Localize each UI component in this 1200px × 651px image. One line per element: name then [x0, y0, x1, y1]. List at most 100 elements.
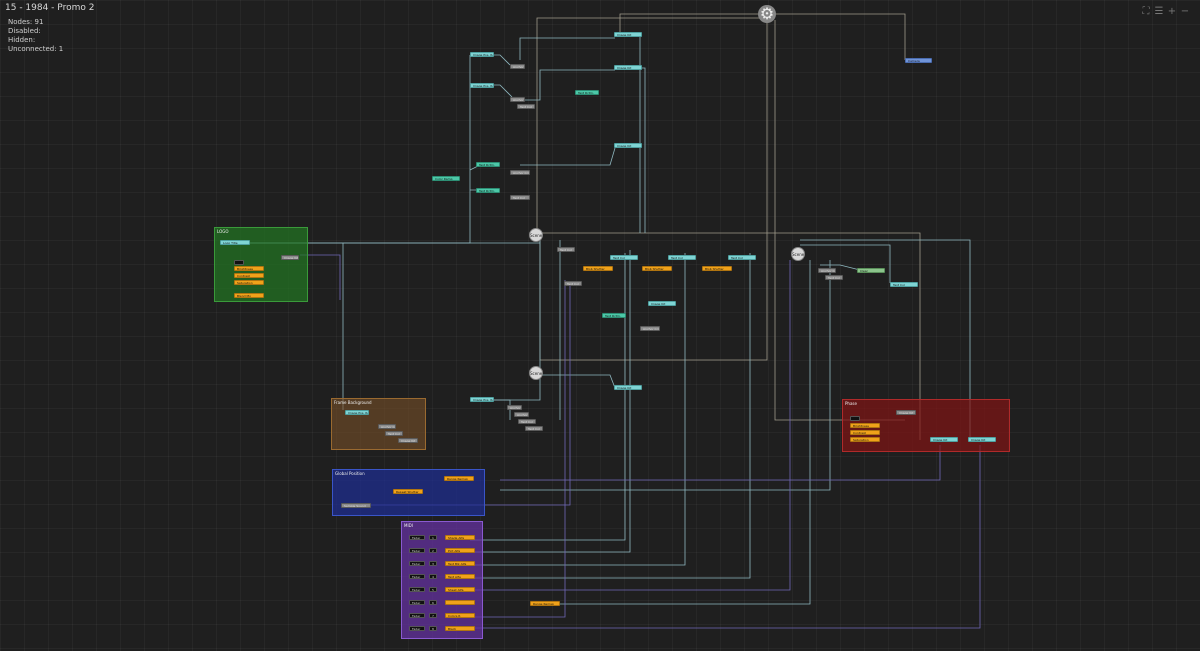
group-label: LOGO [217, 229, 229, 234]
midi-label-node[interactable]: Sheet Alfa [445, 587, 475, 592]
fader-number: 4 [429, 574, 437, 579]
range-remap-node[interactable]: Range Remap [530, 601, 560, 606]
image-pos-node[interactable]: Image Pos. Rd [345, 410, 369, 415]
midi-label-node[interactable]: Shade Alfa [445, 535, 475, 540]
text-col-node[interactable]: Text Col [564, 281, 582, 286]
camera-node[interactable]: Camera [905, 58, 932, 63]
blob-shutter-node[interactable]: Blob Shutter [583, 266, 613, 271]
contrast-node[interactable]: Contrast [234, 273, 264, 278]
fader-node[interactable]: Fader [409, 626, 425, 631]
text-rctm-node[interactable]: Text Rctm. [476, 162, 500, 167]
wire [520, 69, 615, 101]
image-kit-node[interactable]: Image Kit [896, 410, 916, 415]
midi-label-node[interactable]: Pict Alfa [445, 548, 475, 553]
wire [470, 253, 686, 566]
fader-node[interactable]: Fader [409, 587, 425, 592]
text-rctm-node[interactable]: Text Rctm. [602, 313, 626, 318]
anchor-node[interactable]: Anchor Crd [510, 170, 530, 175]
wire [519, 37, 615, 60]
group-midi[interactable]: MIDI [401, 521, 483, 639]
text-col-node[interactable]: Text Col [510, 195, 530, 200]
stat-disabled: Disabled: [8, 27, 41, 35]
text-col-node[interactable]: Text Col [518, 419, 536, 424]
text-col-node[interactable]: Text Col [728, 255, 756, 260]
contrast-node[interactable]: Contrast [850, 430, 880, 435]
text-rctm-node[interactable]: Text Rctm. [476, 188, 500, 193]
brightness-node[interactable]: Brightness [850, 423, 880, 428]
fader-node[interactable]: Fader [409, 613, 425, 618]
anchor-node[interactable]: Anchor Crd [510, 97, 525, 102]
saturation-node[interactable]: Saturation [234, 280, 264, 285]
image-kit-node[interactable]: Image Kit [614, 32, 642, 37]
image-kit-node[interactable]: Image Kit [614, 143, 642, 148]
brightness-node[interactable]: Brightness [234, 266, 264, 271]
image-kit-node[interactable]: Image Kit [398, 438, 418, 443]
anchor-node[interactable]: Anchor Crd [507, 405, 522, 410]
midi-label-node[interactable]: Black [445, 626, 475, 631]
scene-node[interactable]: Scene [529, 228, 543, 242]
image-pos-node[interactable]: Image Pos. Rd [470, 397, 494, 402]
zoom-out-icon[interactable]: − [1180, 6, 1190, 17]
grid-icon[interactable]: ☰ [1154, 6, 1164, 17]
scene-node[interactable]: Scene [791, 247, 805, 261]
group-label: Phase [845, 401, 857, 406]
anchor-node[interactable]: Anchor Crd [640, 326, 660, 331]
text-col-node[interactable]: Text Col [668, 255, 696, 260]
anchor-node[interactable]: Anchor Crd [818, 268, 836, 273]
wire [560, 260, 811, 605]
text-col-node[interactable]: Text Col [517, 104, 535, 109]
value-node[interactable] [850, 416, 860, 421]
color-ramp-node[interactable]: Color Ramp [432, 176, 460, 181]
image-kit-node[interactable]: Image Kit [614, 385, 642, 390]
saturation-node[interactable]: Saturation [850, 437, 880, 442]
wire [500, 445, 941, 481]
scene-node[interactable]: Scene [529, 366, 543, 380]
image-kit-node[interactable]: Image Kit [281, 255, 299, 260]
text-col-node[interactable]: Text Col [385, 431, 403, 436]
clear-node[interactable]: Clear [857, 268, 885, 273]
image-pos-node[interactable]: Image Pos. Rd [470, 83, 494, 88]
range-remap-node[interactable]: Range Remap [444, 476, 474, 481]
text-col-node[interactable]: Text Col [825, 275, 843, 280]
repeat-shutter-node[interactable]: Repeat Shutter [393, 489, 423, 494]
anchor-node[interactable]: Anchor Crd [378, 424, 396, 429]
fader-node[interactable]: Fader [409, 548, 425, 553]
anchor-node[interactable]: Anchor Crd [514, 412, 529, 417]
text-col-node[interactable]: Text Col [525, 426, 543, 431]
wire [774, 20, 905, 421]
fader-node[interactable]: Fader [409, 561, 425, 566]
text-rctm-node[interactable]: Text Rctm. [575, 90, 599, 95]
text-col-node[interactable]: Text Col [557, 247, 575, 252]
text-col-node[interactable]: Text Col [610, 255, 638, 260]
gear-icon[interactable]: ⚙ [758, 4, 776, 23]
blend-node[interactable]: Blend Mo [234, 293, 264, 298]
midi-label-node[interactable]: Colors R [445, 613, 475, 618]
fader-node[interactable]: Fader [409, 574, 425, 579]
sample-sound-node[interactable]: Sample Sound [341, 503, 371, 508]
wire [536, 17, 760, 233]
logo-title-node[interactable]: Logo Title [220, 240, 250, 245]
blob-shutter-node[interactable]: Blob Shutter [642, 266, 672, 271]
value-node[interactable] [234, 260, 244, 265]
image-kit-node[interactable]: Image Kit [930, 437, 958, 442]
midi-label-node[interactable]: Text Alfa [445, 574, 475, 579]
group-logo[interactable]: LOGO [214, 227, 308, 302]
image-pos-node[interactable]: Image Pos. Rd [470, 52, 494, 57]
midi-label-node[interactable] [445, 600, 475, 605]
anchor-node[interactable]: Anchor Crd [510, 64, 525, 69]
zoom-in-icon[interactable]: + [1167, 6, 1177, 17]
image-kit-node[interactable]: Image Kit [614, 65, 642, 70]
image-kit-node[interactable]: Image Kit [648, 301, 676, 306]
blob-shutter-node[interactable]: Blob Shutter [702, 266, 732, 271]
image-kit-node[interactable]: Image Kit [968, 437, 996, 442]
fit-icon[interactable]: ⛶ [1142, 6, 1150, 17]
fader-node[interactable]: Fader [409, 600, 425, 605]
fader-number: 1 [429, 535, 437, 540]
text-col-node[interactable]: Text Col [890, 282, 918, 287]
midi-label-node[interactable]: Text Blk Alfa [445, 561, 475, 566]
wire [470, 250, 631, 553]
fader-node[interactable]: Fader [409, 535, 425, 540]
view-toolbar: ⛶ ☰ + − [1141, 7, 1190, 17]
stat-unconnected: Unconnected: 1 [8, 45, 64, 53]
